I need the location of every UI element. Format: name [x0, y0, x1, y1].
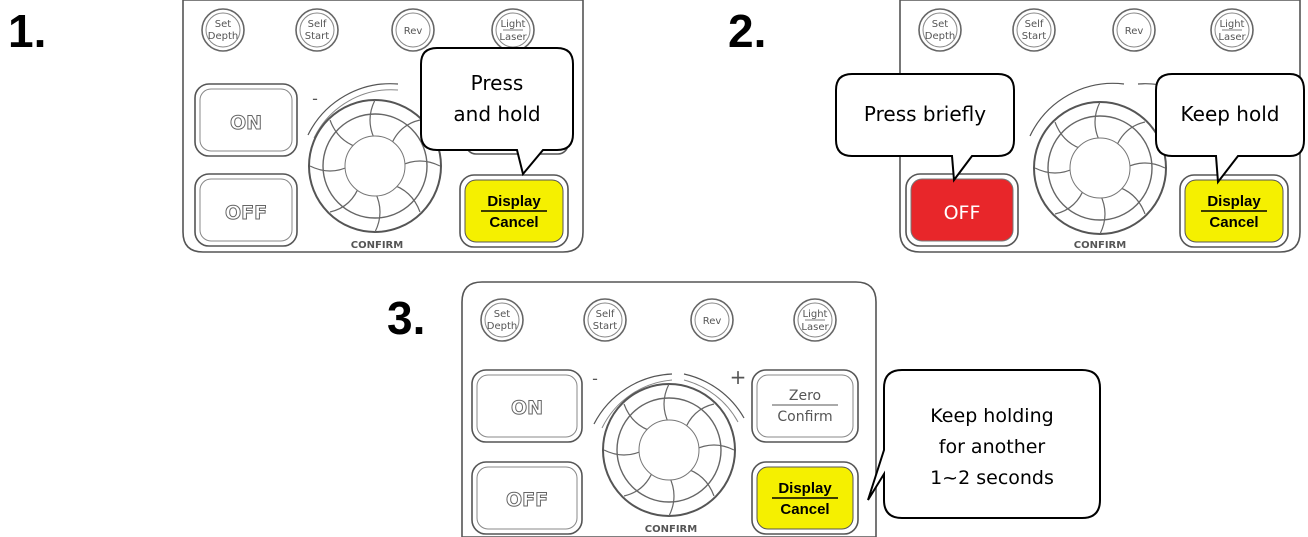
- light-laser-button[interactable]: Light Laser: [491, 8, 535, 52]
- callout-keep-hold: Keep hold: [1155, 73, 1305, 185]
- set-depth-button[interactable]: Set Depth: [480, 298, 524, 342]
- svg-text:Display: Display: [487, 193, 541, 210]
- rev-button[interactable]: Rev: [1112, 8, 1156, 52]
- svg-text:Start: Start: [593, 321, 618, 332]
- svg-text:Zero: Zero: [789, 388, 821, 404]
- light-laser-button[interactable]: Light Laser: [1210, 8, 1254, 52]
- svg-text:OFF: OFF: [506, 489, 548, 511]
- svg-text:Cancel: Cancel: [1209, 214, 1258, 231]
- svg-text:Cancel: Cancel: [489, 214, 538, 231]
- display-cancel-button[interactable]: Display Cancel: [1179, 174, 1289, 248]
- svg-text:Confirm: Confirm: [777, 409, 832, 425]
- rev-button[interactable]: Rev: [391, 8, 435, 52]
- confirm-dial[interactable]: - + CONFIRM: [592, 365, 746, 535]
- self-start-button[interactable]: Self Start: [583, 298, 627, 342]
- svg-text:and hold: and hold: [453, 102, 540, 126]
- svg-text:Start: Start: [305, 31, 330, 42]
- svg-text:Laser: Laser: [1218, 32, 1246, 43]
- self-start-button[interactable]: Self Start: [295, 8, 339, 52]
- minus-label: -: [312, 89, 318, 108]
- svg-text:Depth: Depth: [487, 321, 517, 332]
- callout-press-and-hold: Press and hold: [420, 47, 574, 177]
- step-3-number: 3.: [387, 292, 426, 344]
- light-laser-button[interactable]: Light Laser: [793, 298, 837, 342]
- svg-text:Rev: Rev: [1125, 26, 1144, 37]
- display-cancel-button[interactable]: Display Cancel: [459, 174, 569, 248]
- set-depth-button[interactable]: Set Depth: [201, 8, 245, 52]
- rev-button[interactable]: Rev: [690, 298, 734, 342]
- self-start-button[interactable]: Self Start: [1012, 8, 1056, 52]
- svg-text:ON: ON: [511, 397, 543, 419]
- plus-label: +: [730, 365, 747, 389]
- svg-text:Display: Display: [778, 480, 832, 497]
- step-2-number: 2.: [728, 5, 767, 57]
- svg-text:Self: Self: [308, 19, 327, 30]
- callout-keep-holding: Keep holding for another 1~2 seconds: [867, 369, 1101, 519]
- callout-press-briefly: Press briefly: [835, 73, 1015, 183]
- off-button[interactable]: OFF: [905, 173, 1019, 247]
- svg-text:Light: Light: [501, 19, 526, 30]
- svg-text:Cancel: Cancel: [780, 501, 829, 518]
- svg-text:OFF: OFF: [225, 202, 267, 224]
- confirm-dial[interactable]: CONFIRM: [1029, 82, 1229, 251]
- control-panel-step-3: Set Depth Self Start Rev Light Laser ON …: [461, 281, 1108, 537]
- svg-text:for another: for another: [939, 436, 1046, 458]
- svg-text:Rev: Rev: [404, 26, 423, 37]
- svg-text:Press: Press: [471, 71, 524, 95]
- svg-text:Light: Light: [1220, 19, 1245, 30]
- svg-text:Keep hold: Keep hold: [1181, 102, 1280, 126]
- svg-text:Start: Start: [1022, 31, 1047, 42]
- set-depth-button[interactable]: Set Depth: [918, 8, 962, 52]
- svg-text:CONFIRM: CONFIRM: [351, 240, 403, 251]
- minus-label: -: [592, 369, 598, 388]
- svg-text:CONFIRM: CONFIRM: [645, 524, 697, 535]
- step-1-number: 1.: [8, 5, 47, 57]
- svg-text:Keep holding: Keep holding: [930, 405, 1053, 427]
- svg-text:Light: Light: [803, 309, 828, 320]
- off-button[interactable]: OFF: [471, 461, 583, 535]
- svg-text:Set: Set: [215, 19, 232, 30]
- svg-text:Display: Display: [1207, 193, 1261, 210]
- on-button[interactable]: ON: [194, 83, 298, 157]
- svg-text:Press briefly: Press briefly: [864, 102, 986, 126]
- svg-text:ON: ON: [230, 112, 262, 134]
- svg-text:Self: Self: [596, 309, 615, 320]
- svg-text:1~2 seconds: 1~2 seconds: [930, 467, 1054, 489]
- zero-confirm-button[interactable]: Zero Confirm: [751, 369, 859, 443]
- svg-text:Rev: Rev: [703, 316, 722, 327]
- svg-text:CONFIRM: CONFIRM: [1074, 240, 1126, 251]
- display-cancel-button[interactable]: Display Cancel: [751, 461, 859, 535]
- svg-text:Depth: Depth: [208, 31, 238, 42]
- control-panel-step-2: Set Depth Self Start Rev Light Laser CON…: [834, 0, 1305, 254]
- svg-text:Set: Set: [494, 309, 511, 320]
- svg-text:Laser: Laser: [499, 32, 527, 43]
- on-button[interactable]: ON: [471, 369, 583, 443]
- confirm-dial[interactable]: - CONFIRM: [307, 83, 442, 251]
- svg-text:Laser: Laser: [801, 322, 829, 333]
- svg-text:Depth: Depth: [925, 31, 955, 42]
- off-button[interactable]: OFF: [194, 173, 298, 247]
- svg-text:Self: Self: [1025, 19, 1044, 30]
- svg-text:OFF: OFF: [944, 202, 981, 224]
- control-panel-step-1: Set Depth Self Start Rev Light Laser ON …: [182, 0, 584, 254]
- svg-text:Set: Set: [932, 19, 949, 30]
